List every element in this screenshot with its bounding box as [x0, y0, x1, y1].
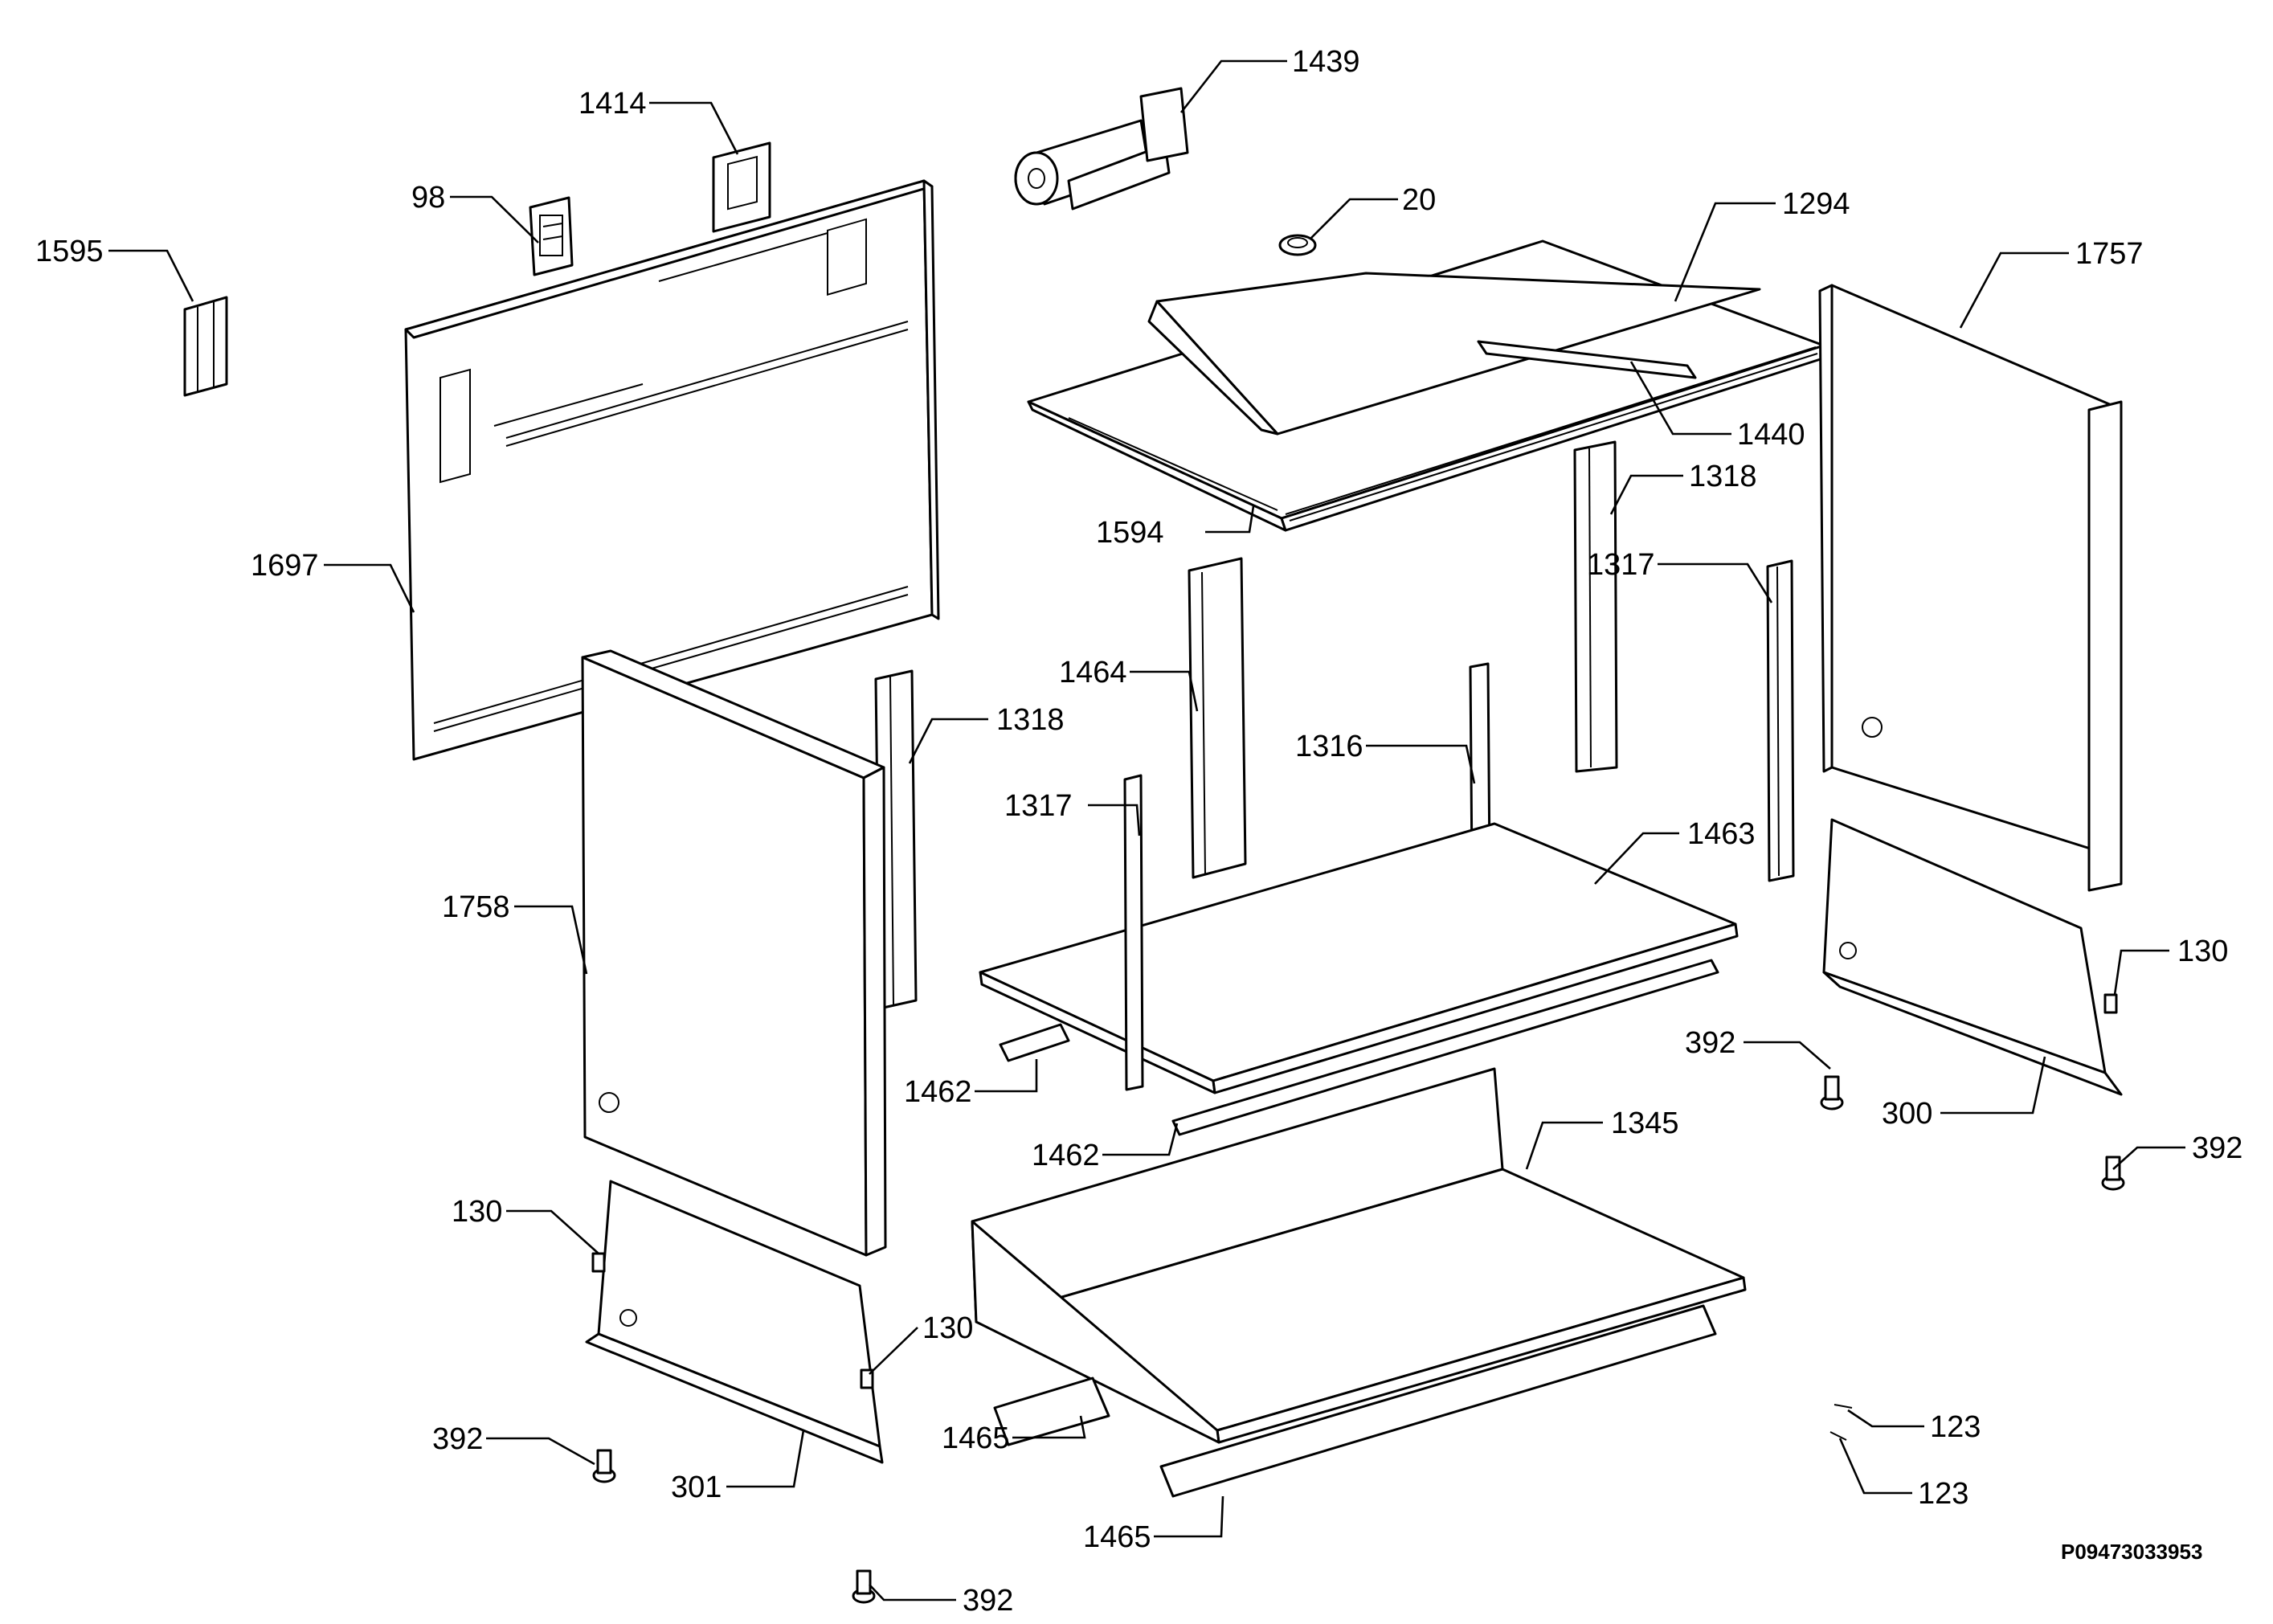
callout-1463: 1463	[1687, 817, 1756, 851]
callout-130-center: 130	[922, 1311, 973, 1345]
part-clip-98	[529, 196, 574, 276]
screw-123-b	[1829, 1431, 1847, 1441]
foot-392-a	[1820, 1075, 1844, 1111]
callout-301: 301	[671, 1471, 722, 1504]
callout-1464: 1464	[1059, 656, 1127, 689]
part-stile-1318-right	[1573, 440, 1618, 773]
callout-1317-left: 1317	[1004, 789, 1073, 823]
callout-130-left: 130	[452, 1195, 502, 1229]
callout-1595: 1595	[35, 235, 104, 268]
part-rail-1440	[1477, 340, 1697, 379]
callout-1317-right: 1317	[1587, 548, 1655, 582]
screw-130-a	[2103, 993, 2118, 1014]
foot-392-d	[852, 1569, 876, 1604]
callout-1414: 1414	[578, 87, 647, 121]
leader-lines	[108, 59, 2185, 1602]
part-fan-motor-1439	[1014, 87, 1189, 211]
callout-1757: 1757	[2075, 237, 2144, 271]
callout-1318-left: 1318	[996, 703, 1065, 737]
callout-123-upper: 123	[1930, 1410, 1981, 1444]
part-base-plate-300	[1822, 818, 2123, 1096]
part-rail-1465-b	[1159, 1304, 1717, 1498]
callout-labels: 1595 98 1414 1439 20 1294 1757 1440 1318…	[35, 45, 2242, 1618]
callout-1345: 1345	[1611, 1107, 1679, 1140]
callout-1294: 1294	[1782, 187, 1850, 221]
callout-1439: 1439	[1292, 45, 1360, 79]
callout-1440: 1440	[1737, 418, 1805, 452]
callout-1594: 1594	[1096, 516, 1164, 550]
part-bracket-1595	[183, 296, 228, 397]
callout-123-lower: 123	[1918, 1477, 1968, 1511]
callout-392-left: 392	[432, 1422, 483, 1456]
callout-1318-right: 1318	[1689, 460, 1757, 493]
callout-1465-left: 1465	[942, 1422, 1010, 1455]
callout-20: 20	[1402, 183, 1436, 217]
callout-1697: 1697	[251, 549, 319, 583]
document-number: P09473033953	[2061, 1540, 2202, 1564]
part-rear-panel-1697	[404, 179, 940, 761]
callout-1462-center: 1462	[1032, 1139, 1100, 1172]
callout-300: 300	[1882, 1097, 1932, 1131]
part-base-plate-301	[585, 1180, 884, 1464]
part-side-panel-1758	[581, 649, 887, 1257]
screw-123-a	[1834, 1404, 1853, 1409]
part-shelf-1463	[979, 822, 1739, 1094]
callout-98: 98	[411, 181, 445, 215]
part-upright-1317-left	[1123, 774, 1144, 1091]
callout-1758: 1758	[442, 890, 510, 924]
callout-392-right: 392	[2192, 1131, 2242, 1165]
callout-392-bottom: 392	[963, 1584, 1013, 1618]
callout-1465-bottom: 1465	[1083, 1520, 1151, 1554]
part-upright-1317-right	[1766, 559, 1795, 882]
callout-130-right: 130	[2177, 935, 2228, 968]
part-deflector-1294	[1147, 272, 1761, 436]
part-ring-20	[1278, 234, 1317, 256]
part-rail-1465-a	[993, 1377, 1110, 1446]
part-plate-1414	[712, 141, 771, 233]
rear-panel-slots	[433, 232, 909, 732]
part-divider-1464	[1188, 557, 1247, 879]
part-rail-1462-b	[1171, 959, 1719, 1136]
part-tray-1345	[971, 1067, 1747, 1444]
callout-1316: 1316	[1295, 730, 1363, 763]
part-rail-1462-a	[999, 1023, 1070, 1062]
callout-392-center: 392	[1685, 1026, 1735, 1060]
screw-130-b	[591, 1252, 606, 1273]
callout-1462-left: 1462	[904, 1075, 972, 1109]
part-side-panel-1757	[1818, 284, 2123, 892]
foot-392-c	[592, 1449, 616, 1483]
